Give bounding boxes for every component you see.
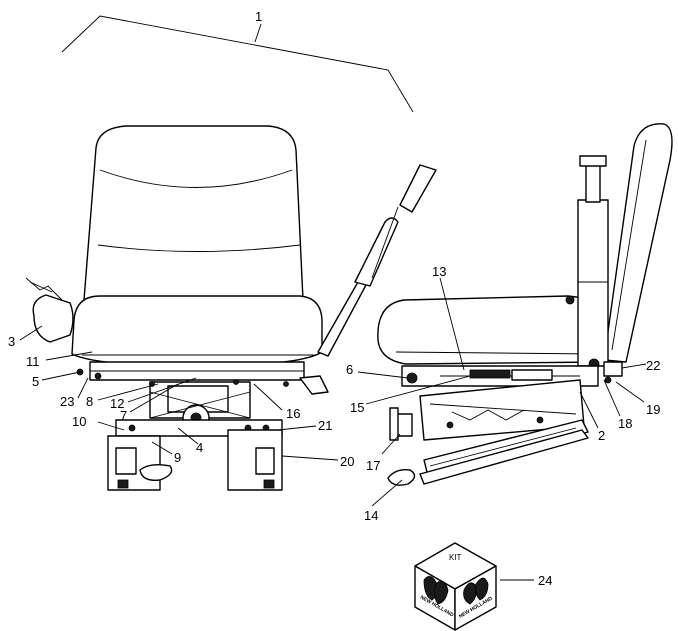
callout-21: 21 [318,418,332,433]
callout-8: 8 [86,394,93,409]
callout-18: 18 [618,416,632,431]
callout-22: 22 [646,358,660,373]
callout-20: 20 [340,454,354,469]
callout-16: 16 [286,406,300,421]
callout-11: 11 [26,354,40,369]
callout-24: 24 [538,573,552,588]
callout-19: 19 [646,402,660,417]
callout-4: 4 [196,440,203,455]
callout-3: 3 [8,334,15,349]
callout-12: 12 [110,396,124,411]
callout-1: 1 [255,9,262,24]
callout-17: 17 [366,458,380,473]
callout-2: 2 [598,428,605,443]
callout-10: 10 [72,414,86,429]
kit-box: KIT NEW HOLLAND NEW HOLLAND [414,542,497,631]
kit-box-label: KIT [449,553,462,562]
callout-23: 23 [60,394,74,409]
callout-7: 7 [120,408,127,423]
callout-6: 6 [346,362,353,377]
leader-lines [19,277,647,581]
callout-labels: 1 2 3 4 5 6 7 8 9 10 11 12 13 14 15 16 1… [8,9,660,588]
side-backrest [603,123,673,363]
front-backrest [83,125,304,307]
front-view-seat [25,125,437,491]
callout-14: 14 [364,508,378,523]
side-view-seat [377,123,673,486]
callout-15: 15 [350,400,364,415]
callout-5: 5 [32,374,39,389]
assembly-bracket [61,15,414,113]
callout-13: 13 [432,264,446,279]
front-seat-cushion [71,295,323,367]
callout-9: 9 [174,450,181,465]
